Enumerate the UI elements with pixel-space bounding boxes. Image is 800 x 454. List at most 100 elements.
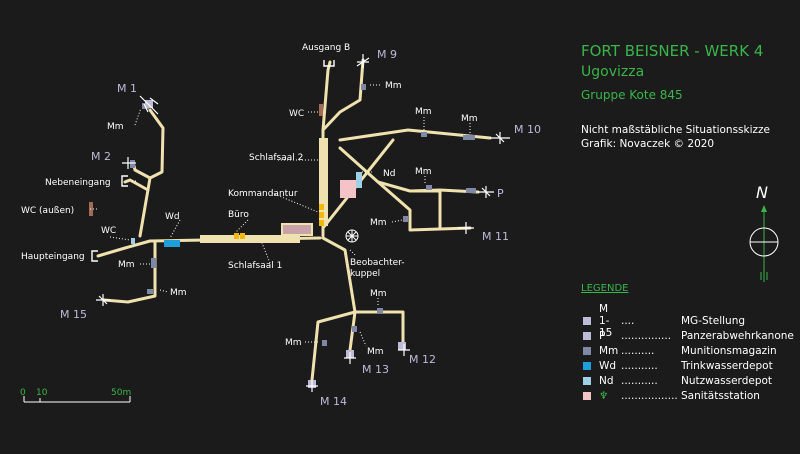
arrow-p bbox=[478, 186, 494, 198]
schlafsaal2-room bbox=[319, 138, 328, 226]
arrow-m11 bbox=[458, 222, 474, 234]
legend-code: Mm bbox=[599, 345, 619, 357]
magazine-m12 bbox=[377, 308, 383, 313]
kommandantur-room bbox=[281, 223, 313, 236]
arrow-m10 bbox=[490, 132, 510, 144]
plan-group: Gruppe Kote 845 bbox=[581, 88, 683, 102]
label-m1: M 1 bbox=[117, 82, 137, 95]
label-mm-m13: Mm bbox=[367, 347, 384, 357]
legend-label: Trinkwasserdepot bbox=[681, 360, 773, 372]
arrow-m12 bbox=[398, 344, 410, 356]
label-mm-p: Mm bbox=[415, 167, 432, 177]
trinkwasser-depot bbox=[164, 240, 180, 247]
label-beobachter-2: kuppel bbox=[350, 269, 380, 279]
mg-positions bbox=[145, 100, 406, 388]
corridor-m1 bbox=[138, 108, 165, 238]
label-wc2: WC bbox=[289, 109, 304, 119]
magazine-m2 bbox=[130, 160, 135, 168]
label-m12: M 12 bbox=[409, 353, 436, 366]
legend-heading: LEGENDE bbox=[581, 283, 629, 294]
office-block-3 bbox=[319, 204, 324, 210]
label-mm-m14: Mm bbox=[285, 338, 302, 348]
label-m9: M 9 bbox=[377, 48, 397, 61]
corridor-s-split bbox=[310, 310, 357, 382]
label-mm-m12: Mm bbox=[370, 289, 387, 299]
north-symbol: N bbox=[756, 183, 768, 202]
legend-item: M 1-15....MG-Stellung bbox=[583, 303, 746, 339]
legend-item: ♆.................Sanitätsstation bbox=[583, 389, 760, 403]
arrow-m2 bbox=[122, 157, 136, 169]
label-m11: M 11 bbox=[482, 230, 509, 243]
wc-room-1 bbox=[319, 104, 323, 116]
scale-ten: 10 bbox=[36, 388, 48, 398]
label-haupteingang: Haupteingang bbox=[21, 252, 85, 262]
magazine-m15 bbox=[147, 289, 153, 294]
label-m14: M 14 bbox=[320, 395, 347, 408]
label-m15: M 15 bbox=[60, 308, 87, 321]
office-block-4 bbox=[319, 212, 324, 218]
plan-location: Ugovizza bbox=[581, 64, 645, 80]
label-buero: Büro bbox=[228, 210, 249, 220]
legend-swatch bbox=[583, 317, 591, 325]
legend-swatch bbox=[583, 392, 591, 400]
firing-arrows bbox=[96, 54, 510, 392]
magazine-m10a bbox=[421, 132, 427, 137]
legend-dots: ............... bbox=[621, 330, 672, 342]
legend-item: P...............Panzerabwehrkanone bbox=[583, 329, 794, 343]
label-schlafsaal1: Schlafsaal 1 bbox=[228, 261, 282, 271]
wc-room-2 bbox=[131, 238, 135, 244]
label-mm-wd: Mm bbox=[118, 260, 135, 270]
rooms bbox=[89, 104, 362, 247]
corridor-loop bbox=[408, 189, 442, 230]
plan-note-scale: Nicht maßstäbliche Situationsskizze bbox=[581, 124, 770, 136]
label-mm-m11: Mm bbox=[370, 218, 387, 228]
legend-label: Munitionsmagazin bbox=[681, 345, 777, 357]
label-mm-m10a: Mm bbox=[415, 107, 432, 117]
legend-label: MG-Stellung bbox=[681, 315, 746, 327]
legend-dots: .......... bbox=[621, 345, 655, 357]
label-beobachter-1: Beobachter- bbox=[350, 258, 405, 268]
legend-label: Sanitätsstation bbox=[681, 390, 760, 402]
corridor-m12 bbox=[353, 310, 405, 344]
legend-item: Mm.......... Munitionsmagazin bbox=[583, 344, 777, 358]
legend-swatch bbox=[583, 362, 591, 370]
legend-code: P bbox=[599, 330, 606, 342]
legend-dots: ........... bbox=[621, 375, 658, 387]
plan-title: FORT BEISNER - WERK 4 bbox=[581, 42, 764, 60]
label-mm-m9: Mm bbox=[385, 81, 402, 91]
magazine-m13 bbox=[352, 326, 357, 332]
door-brackets bbox=[91, 60, 335, 262]
label-wd: Wd bbox=[165, 212, 180, 222]
north-arrow: N bbox=[749, 183, 779, 282]
plan-note-credit: Grafik: Novaczek © 2020 bbox=[581, 138, 715, 150]
label-mm-m1: Mm bbox=[107, 122, 124, 132]
label-ausgang-b: Ausgang B bbox=[302, 43, 350, 53]
sanitaet-room bbox=[340, 180, 356, 198]
corridor-m2 bbox=[131, 160, 152, 180]
office-block-5 bbox=[319, 220, 324, 226]
mg-m12 bbox=[398, 342, 406, 350]
corridor-m10 bbox=[338, 128, 492, 142]
legend-swatch bbox=[583, 332, 591, 340]
legend-code: Wd bbox=[599, 360, 617, 372]
scale-zero: 0 bbox=[20, 388, 26, 398]
legend-swatch bbox=[583, 377, 591, 385]
nutzwasser-depot bbox=[356, 172, 362, 188]
label-schlafsaal2: Schlafsaal 2 bbox=[249, 153, 303, 163]
corridor-ausgang bbox=[321, 60, 332, 132]
door-ausgang-b bbox=[323, 60, 335, 67]
legend-dots: ........... bbox=[621, 360, 658, 372]
label-mm-m10b: Mm bbox=[461, 114, 478, 124]
tunnel-network bbox=[96, 58, 492, 382]
legend-dots: .... bbox=[621, 315, 635, 327]
corridor-ne bbox=[338, 146, 472, 232]
schlafsaal1-room bbox=[200, 235, 300, 243]
magazine-wd bbox=[151, 258, 156, 268]
legend-code: ♆ bbox=[599, 390, 609, 402]
beobachter-dome-icon bbox=[345, 229, 359, 243]
legend-item: Wd........... Trinkwasserdepot bbox=[583, 359, 773, 373]
corridor-west bbox=[96, 239, 152, 258]
door-haupteingang bbox=[91, 250, 98, 262]
legend-code: Nd bbox=[599, 375, 614, 387]
